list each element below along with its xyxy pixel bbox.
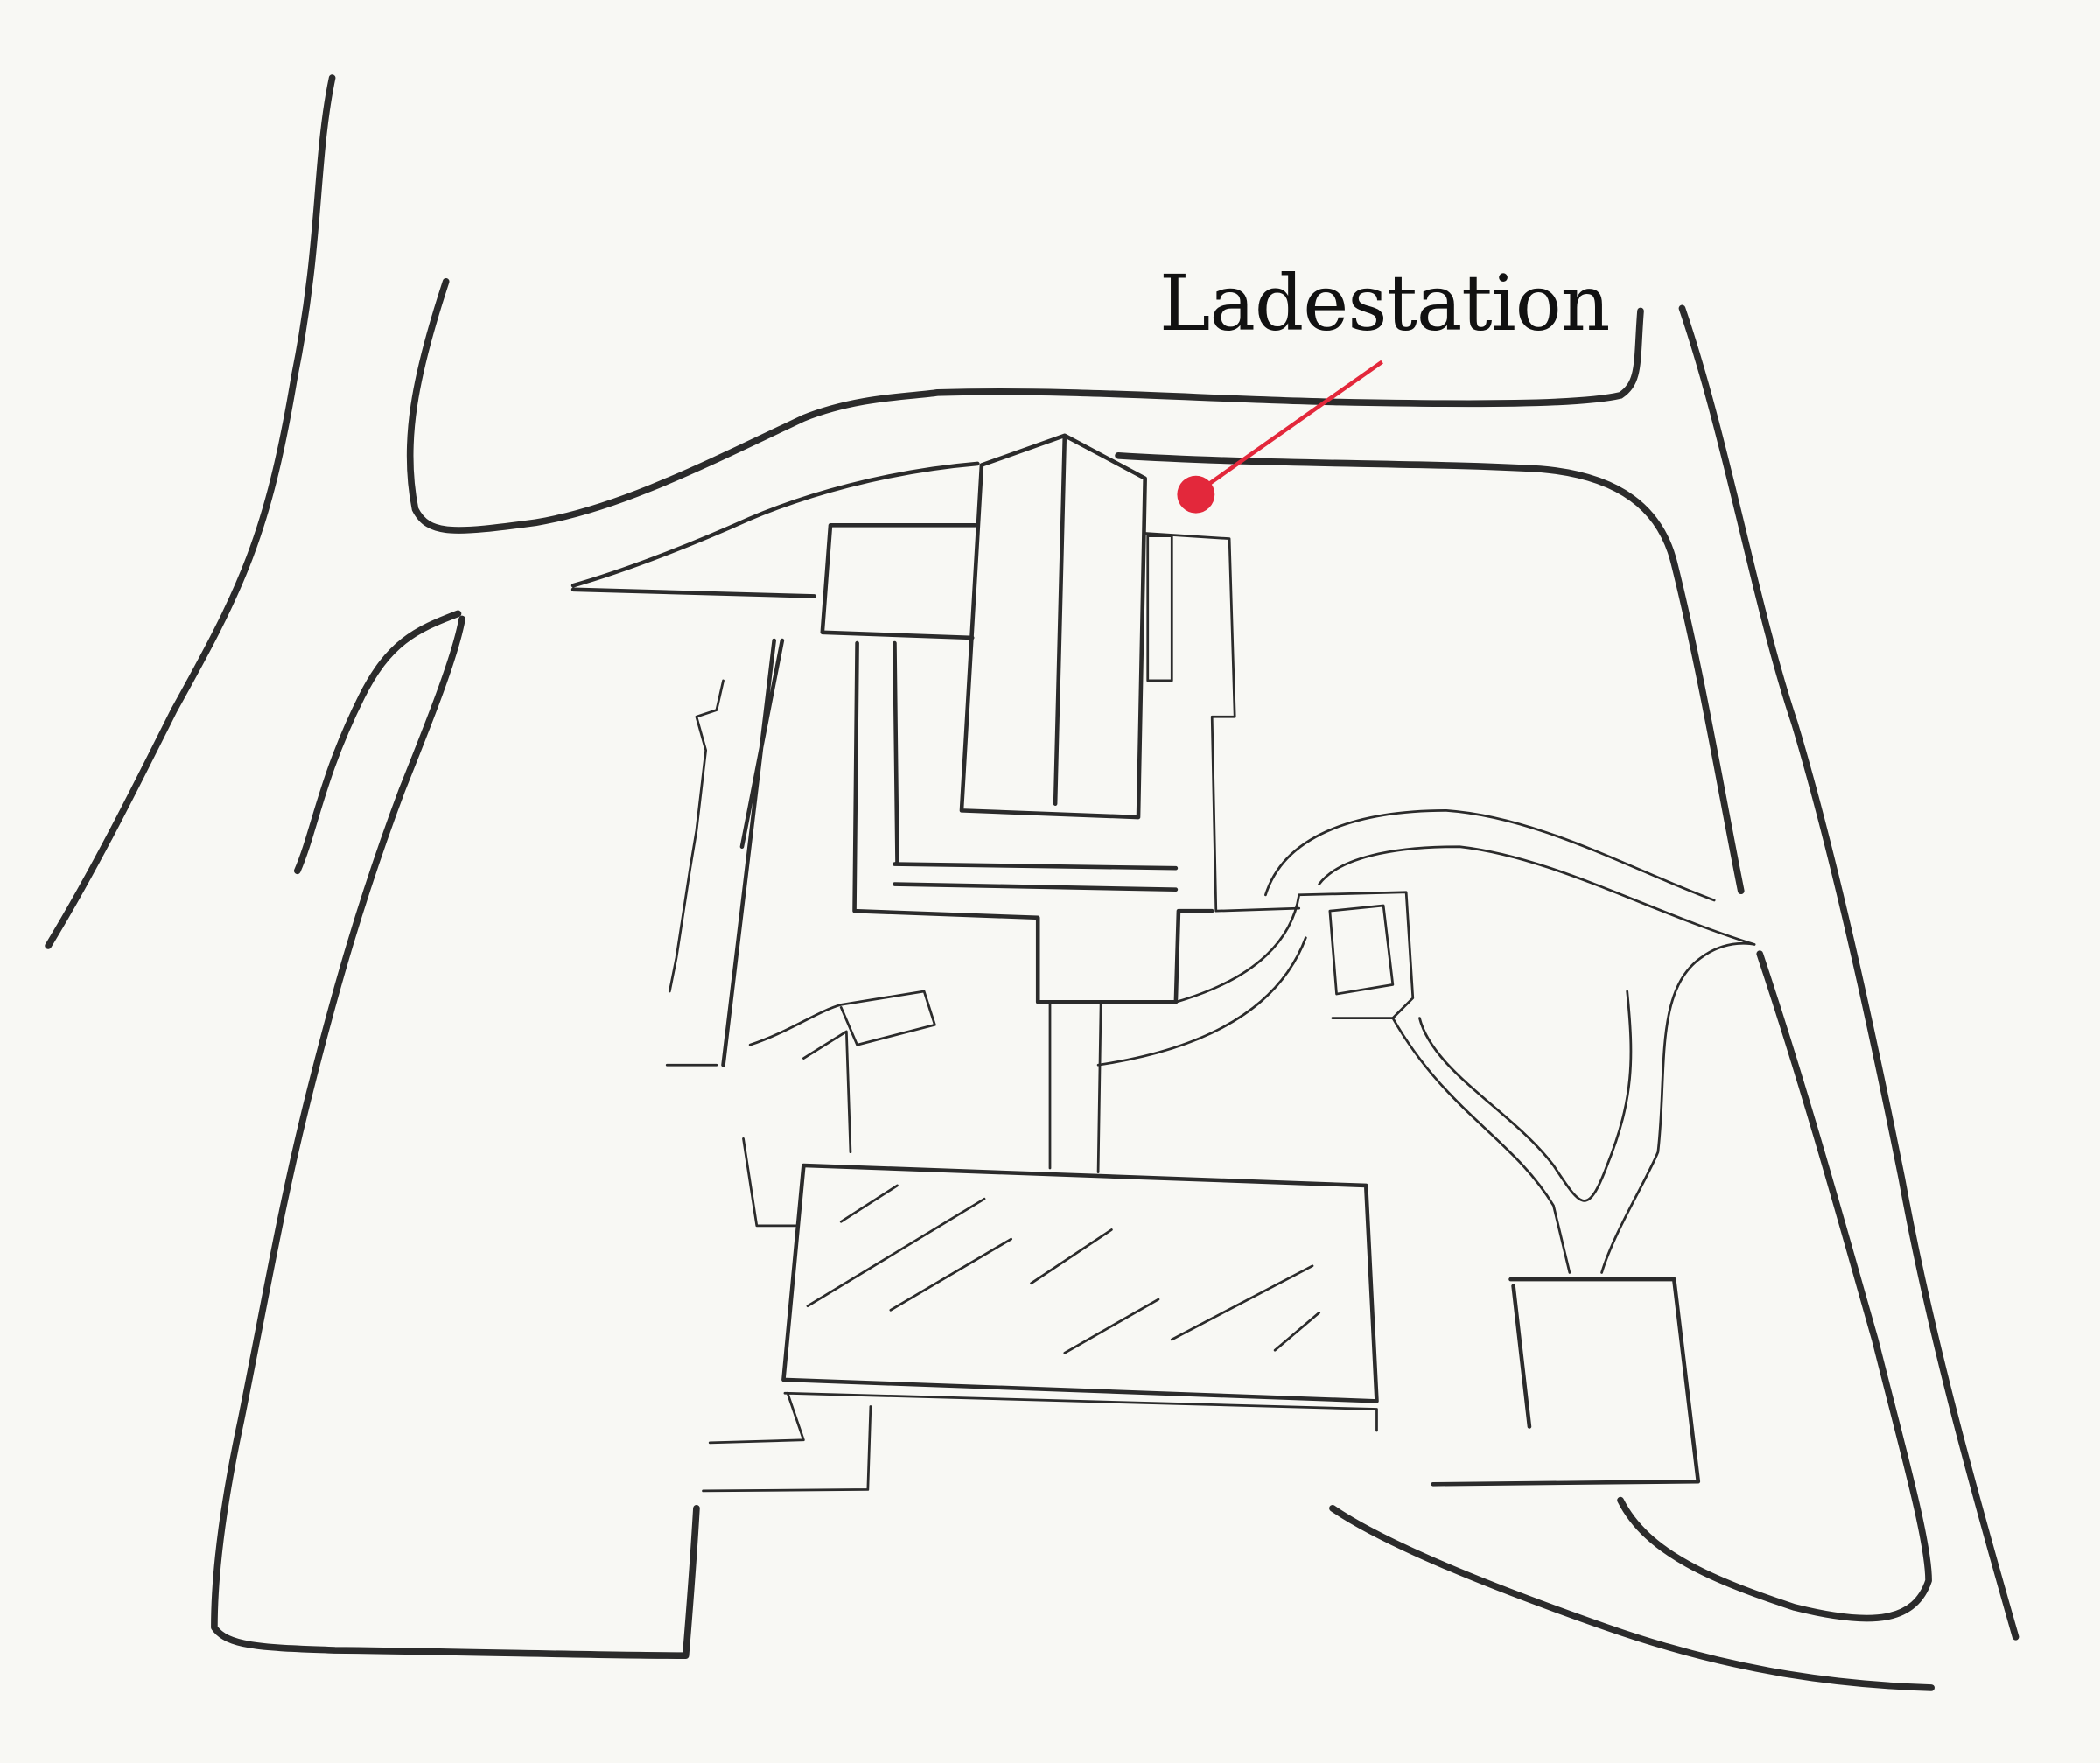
location-dot-icon[interactable] (1177, 475, 1215, 514)
main-tower (959, 433, 1147, 820)
solar-panels (1146, 535, 1173, 682)
buildings (665, 433, 1756, 1493)
south-east-building (1431, 1277, 1701, 1487)
west-outline (665, 679, 936, 1228)
road-left-outer (45, 74, 336, 949)
road-right (1678, 304, 2020, 1641)
hall-glazing (806, 1184, 1321, 1354)
road-branch (570, 461, 980, 598)
road-bottom-right (1617, 950, 1932, 1622)
courtyard (852, 640, 1214, 1004)
connector (702, 1000, 1378, 1493)
west-wing (721, 523, 977, 1067)
path-curves (1096, 809, 1756, 1274)
large-hall (781, 1163, 1379, 1403)
road-loop-top (406, 277, 1644, 534)
road-left-main (211, 610, 700, 1660)
east-block (1298, 891, 1415, 1019)
roads (45, 74, 2020, 1691)
road-inner-right (1115, 451, 1745, 895)
charging-station-label: Ladestation (1159, 258, 1610, 348)
tower-annex (1144, 532, 1301, 913)
charging-station-marker[interactable] (1177, 360, 1383, 514)
marker-leader-line (1194, 360, 1383, 495)
road-bottom (1329, 1505, 1935, 1691)
